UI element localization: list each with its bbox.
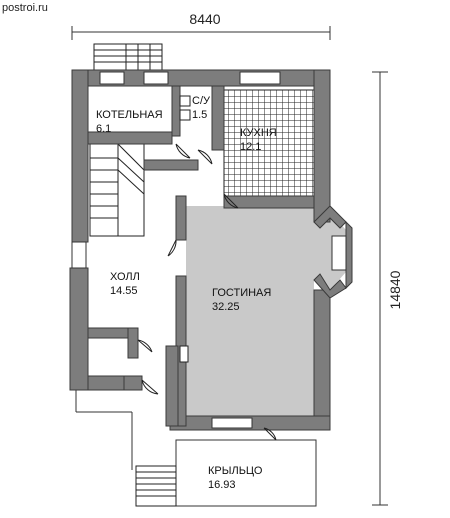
living-room-name: ГОСТИНАЯ xyxy=(212,287,271,299)
room-label-hall: ХОЛЛ 14.55 xyxy=(110,271,140,297)
wc-fixtures xyxy=(179,95,191,363)
room-label-wc: С/У 1.5 xyxy=(192,95,211,121)
door-boiler xyxy=(175,143,191,159)
kitchen-room-area: 12.1 xyxy=(240,141,261,153)
door-living-upper xyxy=(167,239,177,257)
room-label-kitchen: КУХНЯ 12.1 xyxy=(240,127,277,153)
porch-stairs xyxy=(135,465,177,507)
room-label-living: ГОСТИНАЯ 32.25 xyxy=(212,287,271,313)
room-label-boiler: КОТЕЛЬНАЯ 6.1 xyxy=(96,109,163,135)
hall-room-name: ХОЛЛ xyxy=(110,271,140,283)
door-wc xyxy=(197,149,213,165)
window-top-left xyxy=(99,71,125,85)
window-hall xyxy=(71,241,87,269)
porch-area xyxy=(175,439,317,507)
porch-room-area: 16.93 xyxy=(208,479,236,491)
width-dimension-label: 8440 xyxy=(189,11,220,27)
window-top-middle xyxy=(143,71,169,85)
doors xyxy=(137,143,277,441)
living-room-floor xyxy=(186,206,314,416)
hall-room-area: 14.55 xyxy=(110,285,138,297)
internal-staircase xyxy=(89,143,145,237)
height-dimension-label: 14840 xyxy=(387,270,403,309)
kitchen-room-name: КУХНЯ xyxy=(240,127,277,139)
porch-room-name: КРЫЛЬЦО xyxy=(208,465,263,477)
windows xyxy=(71,71,347,429)
height-dimension: 14840 xyxy=(372,71,403,506)
wc-room-area: 1.5 xyxy=(192,109,207,121)
width-dimension: 8440 xyxy=(71,11,331,40)
door-kitchen xyxy=(223,193,239,209)
window-bay xyxy=(331,235,347,271)
watermark-text: postroi.ru xyxy=(2,2,48,14)
boiler-room-name: КОТЕЛЬНАЯ xyxy=(96,109,163,121)
door-closet xyxy=(137,339,153,353)
window-living-bottom xyxy=(211,417,253,429)
door-porch xyxy=(263,427,277,441)
wc-room-name: С/У xyxy=(192,95,211,107)
room-label-porch: КРЫЛЬЦО 16.93 xyxy=(208,465,263,491)
living-room-area: 32.25 xyxy=(212,301,240,313)
door-entrance xyxy=(141,379,159,395)
window-kitchen xyxy=(239,71,281,85)
boiler-room-area: 6.1 xyxy=(96,123,111,135)
top-stairs xyxy=(93,43,163,73)
kitchen-floor xyxy=(223,89,315,197)
